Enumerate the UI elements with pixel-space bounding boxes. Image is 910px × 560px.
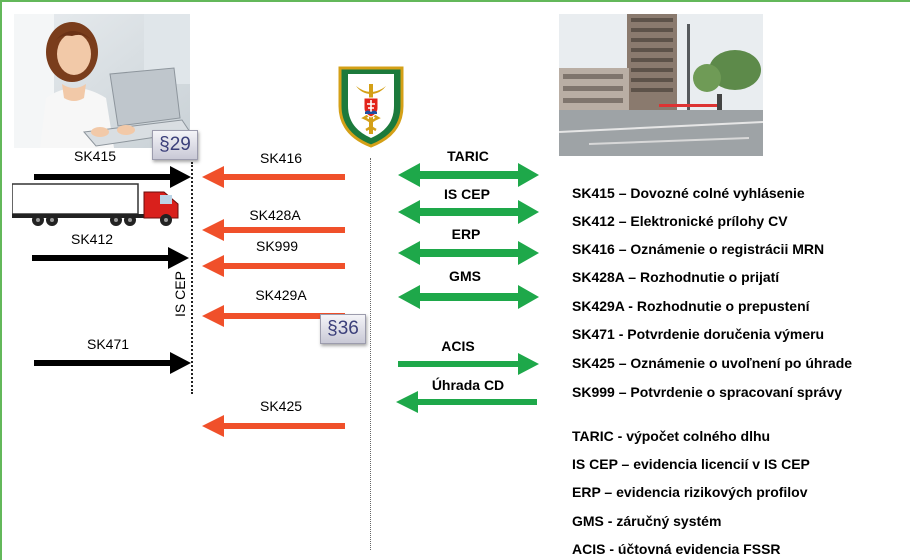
- legend-message-sk471: SK471 - Potvrdenie doručenia výmeru: [572, 326, 825, 342]
- acis-arrow: [398, 353, 539, 375]
- sk999-label: SK999: [255, 238, 299, 254]
- legend-message-sk415: SK415 – Dovozné colné vyhlásenie: [572, 185, 805, 201]
- office-worker-photo: [14, 14, 190, 148]
- sk415-arrow: [34, 166, 191, 188]
- legend-message-sk429a: SK429A - Rozhodnutie o prepustení: [572, 298, 810, 314]
- uhrada-cd-arrow: [396, 391, 537, 413]
- is-cep-arrow: [398, 200, 539, 224]
- sk999-arrow: [202, 255, 345, 277]
- paragraph-36-badge: §36: [320, 314, 366, 344]
- system-boundary-line: [370, 158, 371, 550]
- sk428a-label: SK428A: [249, 207, 301, 223]
- financial-administration-emblem: [336, 64, 406, 148]
- acis-label: ACIS: [441, 338, 475, 354]
- taric-arrow: [398, 163, 539, 187]
- legend-system-erp: ERP – evidencia rizikových profilov: [572, 484, 808, 500]
- erp-label: ERP: [451, 226, 481, 242]
- is-cep-boundary-line: [191, 162, 193, 394]
- sk428a-arrow: [202, 219, 345, 241]
- sk425-arrow: [202, 415, 345, 437]
- erp-arrow: [398, 241, 539, 265]
- legend-message-sk412: SK412 – Elektronické prílohy CV: [572, 213, 788, 229]
- sk471-arrow: [34, 352, 191, 374]
- taric-label: TARIC: [447, 148, 489, 164]
- is-cep-vertical-label: IS CEP: [172, 271, 188, 317]
- legend-message-sk428a: SK428A – Rozhodnutie o prijatí: [572, 269, 780, 285]
- legend-system-gms: GMS - záručný systém: [572, 513, 722, 529]
- gms-arrow: [398, 285, 539, 309]
- sk412-arrow: [32, 247, 189, 269]
- legend-message-sk425: SK425 – Oznámenie o uvoľnení po úhrade: [572, 355, 853, 371]
- sk416-label: SK416: [259, 150, 303, 166]
- sk429a-arrow: [202, 305, 345, 327]
- legend-system-taric: TARIC - výpočet colného dlhu: [572, 428, 771, 444]
- legend-system-acis: ACIS - účtovná evidencia FSSR: [572, 541, 781, 557]
- sk412-label: SK412: [70, 231, 114, 247]
- legend-system-is-cep: IS CEP – evidencia licencií v IS CEP: [572, 456, 810, 472]
- truck-illustration: [12, 182, 182, 228]
- sk471-label: SK471: [86, 336, 130, 352]
- sk416-arrow: [202, 166, 345, 188]
- legend-message-sk416: SK416 – Oznámenie o registrácii MRN: [572, 241, 825, 257]
- legend-message-sk999: SK999 – Potvrdenie o spracovaní správy: [572, 384, 843, 400]
- sk425-label: SK425: [259, 398, 303, 414]
- sk415-label: SK415: [73, 148, 117, 164]
- is-cep-label: IS CEP: [444, 186, 490, 202]
- paragraph-29-badge: §29: [152, 130, 198, 160]
- sk429a-label: SK429A: [255, 287, 307, 303]
- uhrada-cd-label: Úhrada CD: [431, 377, 505, 393]
- office-building-photo: [559, 14, 763, 156]
- gms-label: GMS: [449, 268, 481, 284]
